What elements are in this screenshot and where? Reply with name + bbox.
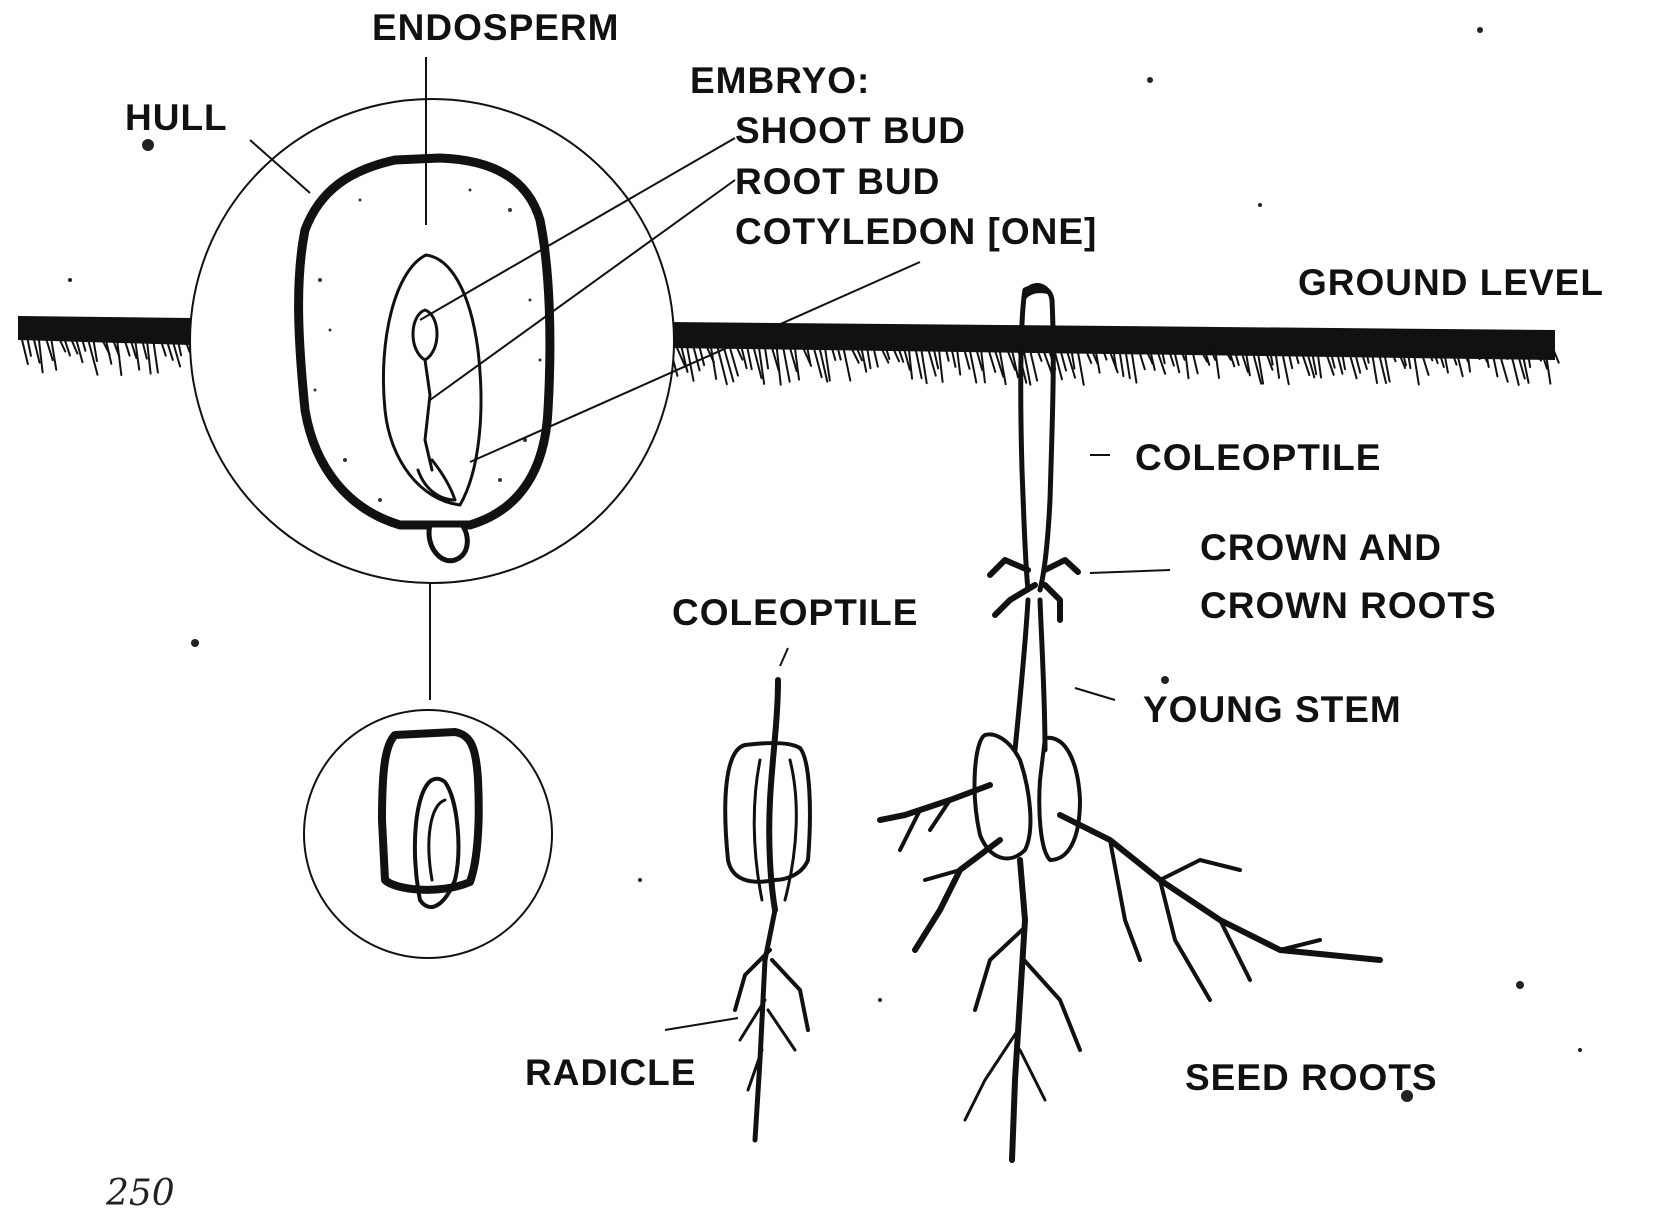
label-root-bud: ROOT BUD	[735, 161, 940, 202]
label-embryo-heading: EMBRYO:	[690, 60, 870, 101]
label-coleoptile-left: COLEOPTILE	[672, 592, 918, 633]
young-seedling	[725, 680, 810, 1140]
label-cotyledon: COTYLEDON [ONE]	[735, 211, 1097, 252]
label-radicle: RADICLE	[525, 1052, 696, 1093]
label-endosperm: ENDOSPERM	[372, 7, 619, 48]
label-coleoptile-right: COLEOPTILE	[1135, 437, 1381, 478]
label-seed-roots: SEED ROOTS	[1185, 1057, 1438, 1098]
label-young-stem: YOUNG STEM	[1143, 689, 1402, 730]
label-crown-line1: CROWN AND	[1200, 527, 1442, 568]
label-ground-level: GROUND LEVEL	[1298, 262, 1604, 303]
seed-magnified	[190, 99, 674, 583]
label-shoot-bud: SHOOT BUD	[735, 110, 966, 151]
label-crown-line2: CROWN ROOTS	[1200, 585, 1497, 626]
label-hull: HULL	[125, 97, 228, 138]
seed-small	[304, 583, 552, 958]
page-number: 250	[105, 1173, 175, 1211]
